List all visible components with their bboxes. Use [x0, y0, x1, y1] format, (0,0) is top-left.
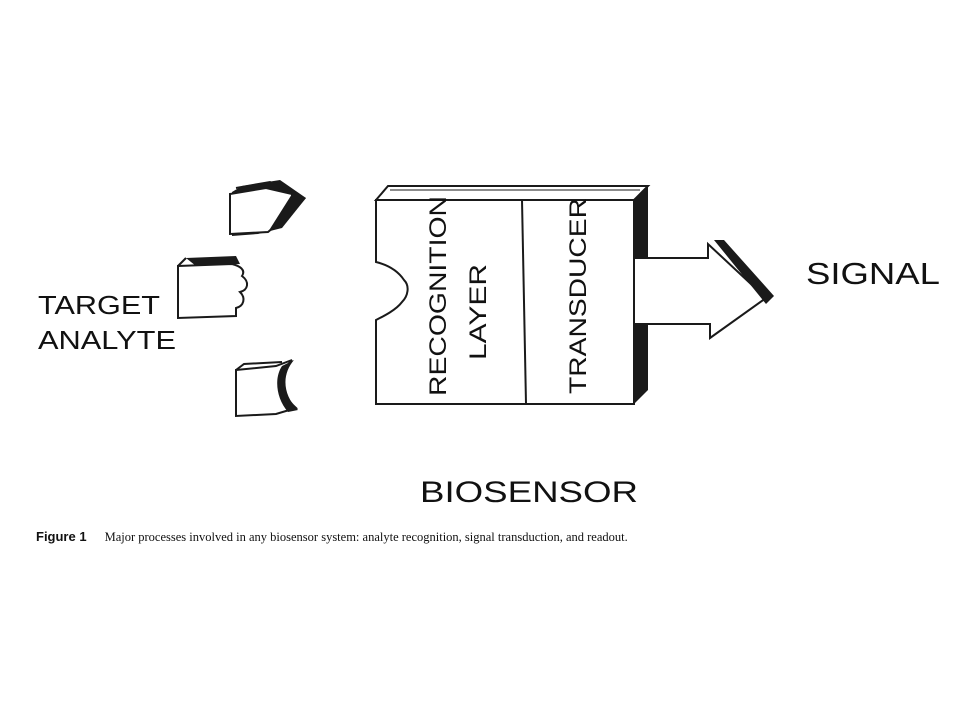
- figure-caption: Figure 1 Major processes involved in any …: [36, 528, 936, 546]
- target-analyte-label-line2: ANALYTE: [38, 325, 176, 355]
- analyte-shape-bumpy: [177, 256, 248, 320]
- figure-caption-label: Figure 1: [36, 529, 87, 544]
- recognition-label-line1: RECOGNITION: [425, 196, 452, 396]
- transducer-label: TRANSDUCER: [565, 198, 592, 394]
- signal-arrow: [633, 240, 774, 340]
- recognition-label-line2: LAYER: [465, 264, 492, 360]
- biosensor-block: [373, 185, 651, 405]
- figure-caption-text: Major processes involved in any biosenso…: [104, 530, 628, 544]
- analyte-shape-concave: [235, 359, 299, 418]
- analyte-shape-wedge: [229, 180, 306, 236]
- signal-label: SIGNAL: [806, 256, 940, 291]
- target-analyte-label-line1: TARGET: [38, 290, 160, 320]
- biosensor-label: BIOSENSOR: [420, 476, 638, 509]
